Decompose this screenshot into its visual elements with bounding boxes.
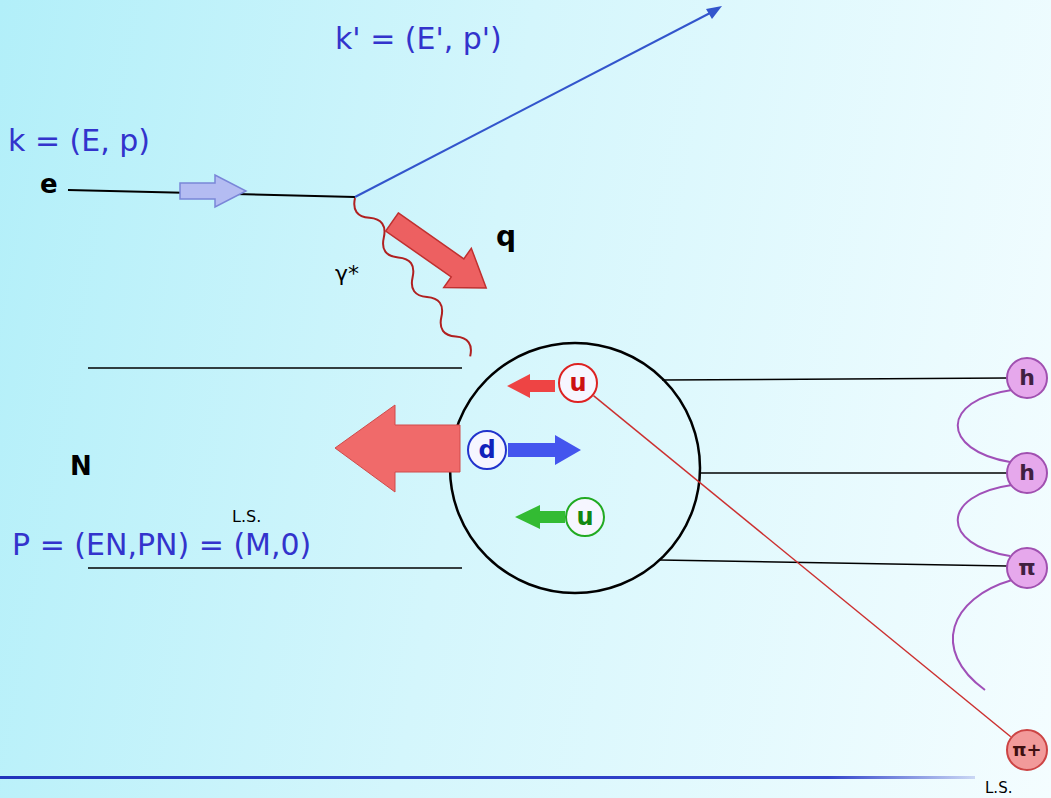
momentum-arrow [180,175,246,207]
node-text: d [478,438,495,462]
nucleon-line [88,367,462,369]
quark-circle: u [558,363,598,403]
string-line [700,472,1007,474]
string-loop [958,485,1012,556]
particle-label: N [70,452,92,481]
string-line [662,378,1007,380]
momentum-label: q [496,222,516,253]
node-text: h [1019,367,1035,389]
string-loop [958,390,1012,462]
frame-label: L.S. [985,780,1012,797]
node-text: u [576,505,593,529]
particle-label: e [40,170,58,199]
node-text: u [569,371,586,395]
node-text: π+ [1012,741,1041,759]
nucleon-arrow [335,405,460,492]
hadron-circle: π [1006,547,1048,589]
quark-arrow [508,435,581,465]
hadron-circle: h [1006,357,1048,399]
momentum-label: k' = (E', p') [335,22,502,55]
footer-bar [0,776,975,779]
node-text: h [1019,462,1035,484]
quark-track [593,396,1010,737]
arrowhead [706,6,722,19]
pion-circle: π+ [1006,729,1048,771]
quark-arrow [507,374,555,398]
string-loop [953,580,1012,690]
quark-circle: d [467,430,507,470]
quark-circle: u [565,497,605,537]
momentum-label: P = (EN,PN) = (M,0) [12,528,311,561]
frame-label: L.S. [232,508,261,526]
hadron-circle: h [1006,452,1048,494]
particle-label: γ* [335,262,359,286]
nucleon-line [88,567,462,569]
quark-arrow [515,505,565,529]
string-line [660,560,1007,566]
momentum-label: k = (E, p) [8,124,150,157]
photon-arrow [378,202,500,307]
node-text: π [1018,557,1035,579]
